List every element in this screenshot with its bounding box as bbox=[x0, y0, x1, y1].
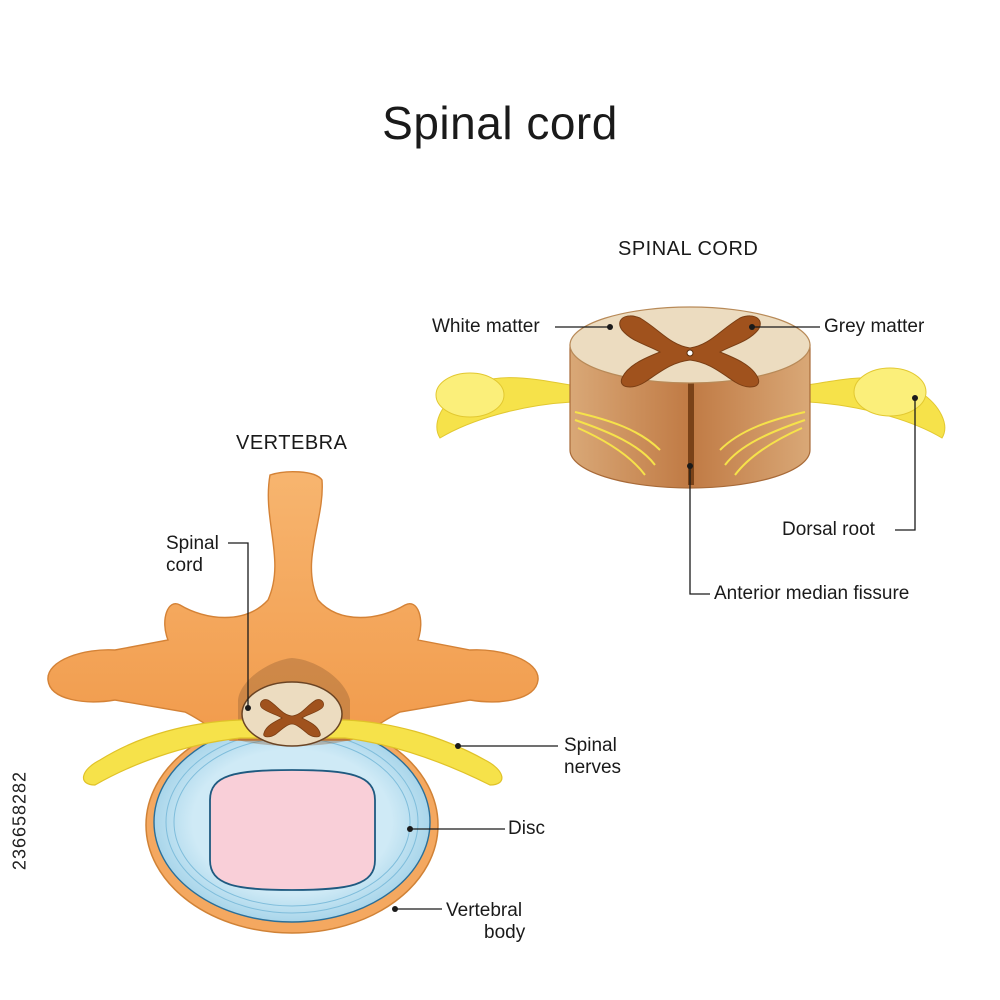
nucleus-pulposus bbox=[209, 769, 376, 891]
label-disc: Disc bbox=[508, 818, 545, 839]
label-vertebral-body-line2: body bbox=[484, 922, 526, 943]
dorsal-root-ganglion-right bbox=[853, 367, 927, 417]
label-spinal-nerves-line2: nerves bbox=[564, 757, 622, 778]
section-heading-spinal-cord: SPINAL CORD bbox=[618, 238, 759, 260]
label-spinal-nerves: Spinal nerves bbox=[564, 735, 621, 779]
label-spinal-cord: Spinal cord bbox=[166, 533, 219, 577]
label-anterior-median-fissure: Anterior median fissure bbox=[714, 583, 910, 604]
label-spinal-cord-line1: Spinal bbox=[166, 533, 219, 554]
stock-image-code: 236658282 bbox=[9, 770, 30, 871]
spinal-nerves bbox=[83, 719, 503, 786]
central-canal bbox=[686, 349, 694, 357]
spinal-cord-in-canal bbox=[241, 681, 343, 747]
label-spinal-nerves-line1: Spinal bbox=[564, 735, 617, 756]
label-grey-matter: Grey matter bbox=[824, 316, 925, 337]
label-dorsal-root: Dorsal root bbox=[782, 519, 875, 540]
label-spinal-cord-line2: cord bbox=[166, 555, 203, 576]
label-vertebral-body: Vertebral body bbox=[446, 900, 525, 944]
section-heading-vertebra: VERTEBRA bbox=[236, 432, 348, 454]
label-vertebral-body-line1: Vertebral bbox=[446, 900, 523, 921]
dorsal-root-ganglion-left bbox=[435, 372, 505, 418]
vertebra-illustration bbox=[47, 471, 539, 934]
white-matter-surface bbox=[569, 306, 811, 384]
label-white-matter: White matter bbox=[432, 316, 540, 337]
diagram-title: Spinal cord bbox=[382, 97, 618, 149]
